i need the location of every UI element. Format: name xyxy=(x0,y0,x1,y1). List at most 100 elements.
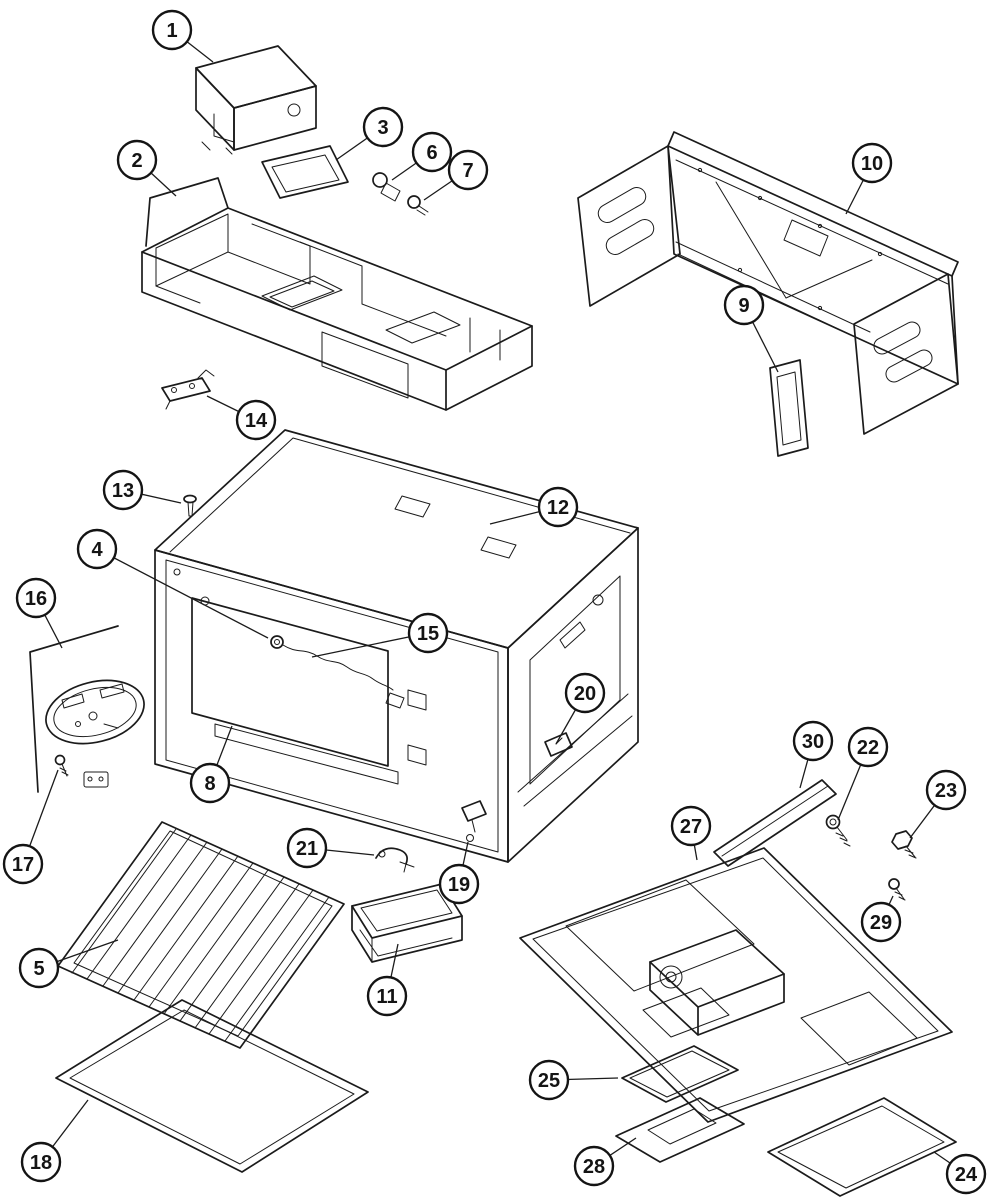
callouts-layer: 1234567891011121314151617181920212223242… xyxy=(2,9,987,1195)
callout-22: 22 xyxy=(847,726,889,768)
callout-4: 4 xyxy=(76,528,118,570)
callout-circle-13 xyxy=(102,469,144,511)
callout-23: 23 xyxy=(925,769,967,811)
part-cavity-and-front-frame xyxy=(154,429,639,863)
callout-circle-6 xyxy=(411,131,453,173)
callout-2: 2 xyxy=(116,139,158,181)
callout-circle-30 xyxy=(792,720,834,762)
callout-number-3: 3 xyxy=(377,117,388,139)
part-lamp-socket xyxy=(372,172,401,202)
callout-number-8: 8 xyxy=(204,773,215,795)
part-bolt-23 xyxy=(891,830,917,859)
callout-circle-25 xyxy=(528,1059,570,1101)
callout-number-9: 9 xyxy=(738,295,749,317)
callout-number-24: 24 xyxy=(955,1164,978,1186)
callout-circle-23 xyxy=(925,769,967,811)
part-glass-tray xyxy=(55,999,369,1173)
part-small-glass-plate xyxy=(621,1045,739,1103)
callout-circle-16 xyxy=(15,577,57,619)
callout-circle-9 xyxy=(723,284,765,326)
callout-17: 17 xyxy=(2,843,44,885)
part-wire-rack xyxy=(57,821,345,1049)
callout-3: 3 xyxy=(362,106,404,148)
part-thermostat-wire-harness xyxy=(270,635,405,709)
callout-7: 7 xyxy=(447,149,489,191)
part-cover-plate xyxy=(767,1097,957,1197)
callout-number-12: 12 xyxy=(547,497,569,519)
callout-circle-28 xyxy=(573,1145,615,1187)
part-screw-22 xyxy=(825,814,851,847)
callout-number-20: 20 xyxy=(574,683,596,705)
callout-12: 12 xyxy=(537,486,579,528)
callout-11: 11 xyxy=(366,975,408,1017)
callout-number-18: 18 xyxy=(30,1152,52,1174)
callout-19: 19 xyxy=(438,863,480,905)
part-door-latch xyxy=(544,732,573,757)
part-light-bulb xyxy=(407,195,429,216)
callout-circle-19 xyxy=(438,863,480,905)
callout-number-7: 7 xyxy=(462,160,473,182)
part-screw-29 xyxy=(888,878,906,901)
callout-circle-11 xyxy=(366,975,408,1017)
callout-28: 28 xyxy=(573,1145,615,1187)
callout-8: 8 xyxy=(189,762,231,804)
part-base-plate xyxy=(519,847,953,1123)
callout-20: 20 xyxy=(564,672,606,714)
callout-18: 18 xyxy=(20,1141,62,1183)
callout-circle-3 xyxy=(362,106,404,148)
callout-circle-7 xyxy=(447,149,489,191)
part-trim-bar xyxy=(713,779,837,867)
callout-circle-1 xyxy=(151,9,193,51)
part-motor-screw xyxy=(54,754,69,777)
callout-1: 1 xyxy=(151,9,193,51)
part-recessed-tray xyxy=(615,1097,745,1163)
callout-number-5: 5 xyxy=(33,958,44,980)
callout-number-17: 17 xyxy=(12,854,34,876)
callout-9: 9 xyxy=(723,284,765,326)
part-turntable-motor-assembly xyxy=(29,625,145,793)
callout-number-15: 15 xyxy=(417,623,439,645)
callout-circle-10 xyxy=(851,142,893,184)
callout-number-29: 29 xyxy=(870,912,892,934)
callout-circle-8 xyxy=(189,762,231,804)
callout-30: 30 xyxy=(792,720,834,762)
callout-number-14: 14 xyxy=(245,410,268,432)
callout-number-30: 30 xyxy=(802,731,824,753)
callout-circle-4 xyxy=(76,528,118,570)
callout-24: 24 xyxy=(945,1153,987,1195)
callout-circle-15 xyxy=(407,612,449,654)
callout-circle-14 xyxy=(235,399,277,441)
callout-27: 27 xyxy=(670,805,712,847)
callout-16: 16 xyxy=(15,577,57,619)
callout-number-11: 11 xyxy=(376,986,397,1008)
callout-circle-20 xyxy=(564,672,606,714)
callout-6: 6 xyxy=(411,131,453,173)
callout-number-21: 21 xyxy=(296,838,318,860)
part-mounting-bracket xyxy=(161,369,215,410)
callout-number-4: 4 xyxy=(91,539,103,561)
part-release-lever xyxy=(375,847,415,873)
part-latch-lever xyxy=(461,800,487,842)
part-vent-cover xyxy=(195,45,317,155)
callout-25: 25 xyxy=(528,1059,570,1101)
callout-number-16: 16 xyxy=(25,588,47,610)
callout-number-25: 25 xyxy=(538,1070,560,1092)
callout-circle-2 xyxy=(116,139,158,181)
callout-29: 29 xyxy=(860,901,902,943)
callout-10: 10 xyxy=(851,142,893,184)
leader-line-4 xyxy=(96,548,269,639)
callout-circle-24 xyxy=(945,1153,987,1195)
callout-number-19: 19 xyxy=(448,874,470,896)
callout-14: 14 xyxy=(235,399,277,441)
callout-number-1: 1 xyxy=(166,20,177,42)
callout-number-22: 22 xyxy=(857,737,879,759)
callout-number-13: 13 xyxy=(112,480,134,502)
callout-number-10: 10 xyxy=(861,153,883,175)
callout-circle-5 xyxy=(18,947,60,989)
callout-circle-22 xyxy=(847,726,889,768)
callout-circle-12 xyxy=(537,486,579,528)
callout-number-23: 23 xyxy=(935,780,957,802)
callout-number-6: 6 xyxy=(426,142,437,164)
